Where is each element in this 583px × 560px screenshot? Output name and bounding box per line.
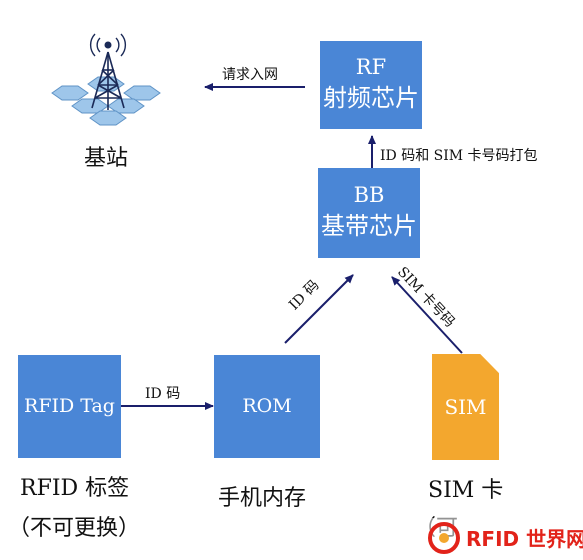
sim-card-box: SIM xyxy=(432,354,499,460)
rfid-tag-label: RFID Tag xyxy=(24,394,115,417)
sim-caption: SIM 卡 xyxy=(428,478,504,503)
edge-label-tag-to-rom: ID 码 xyxy=(145,386,181,402)
rf-chip-subtitle: 射频芯片 xyxy=(323,84,419,113)
svg-text:RFID 世界网: RFID 世界网 xyxy=(466,527,583,551)
rfid-tag-note: （不可更换） xyxy=(8,516,141,541)
rom-box: ROM xyxy=(214,355,320,458)
edge-label-rf-to-base: 请求入网 xyxy=(222,67,278,83)
rf-chip-box: RF 射频芯片 xyxy=(320,41,422,129)
rf-chip-title: RF xyxy=(355,54,387,79)
bb-chip-box: BB 基带芯片 xyxy=(318,168,420,258)
edge-label-bb-to-rf: ID 码和 SIM 卡号码打包 xyxy=(380,148,538,164)
rom-label: ROM xyxy=(242,394,292,417)
arrow-sim-to-bb xyxy=(391,276,463,354)
base-station-label: 基站 xyxy=(84,146,129,171)
sim-label: SIM xyxy=(444,395,487,419)
arrow-rom-to-bb xyxy=(284,274,354,344)
bb-chip-subtitle: 基带芯片 xyxy=(321,212,417,241)
bb-chip-title: BB xyxy=(353,182,385,207)
watermark-logo: RFID 世界网 xyxy=(418,518,583,560)
rom-caption: 手机内存 xyxy=(218,486,307,511)
rfid-tag-caption: RFID 标签 xyxy=(20,476,130,501)
rfid-tag-box: RFID Tag xyxy=(18,355,121,458)
